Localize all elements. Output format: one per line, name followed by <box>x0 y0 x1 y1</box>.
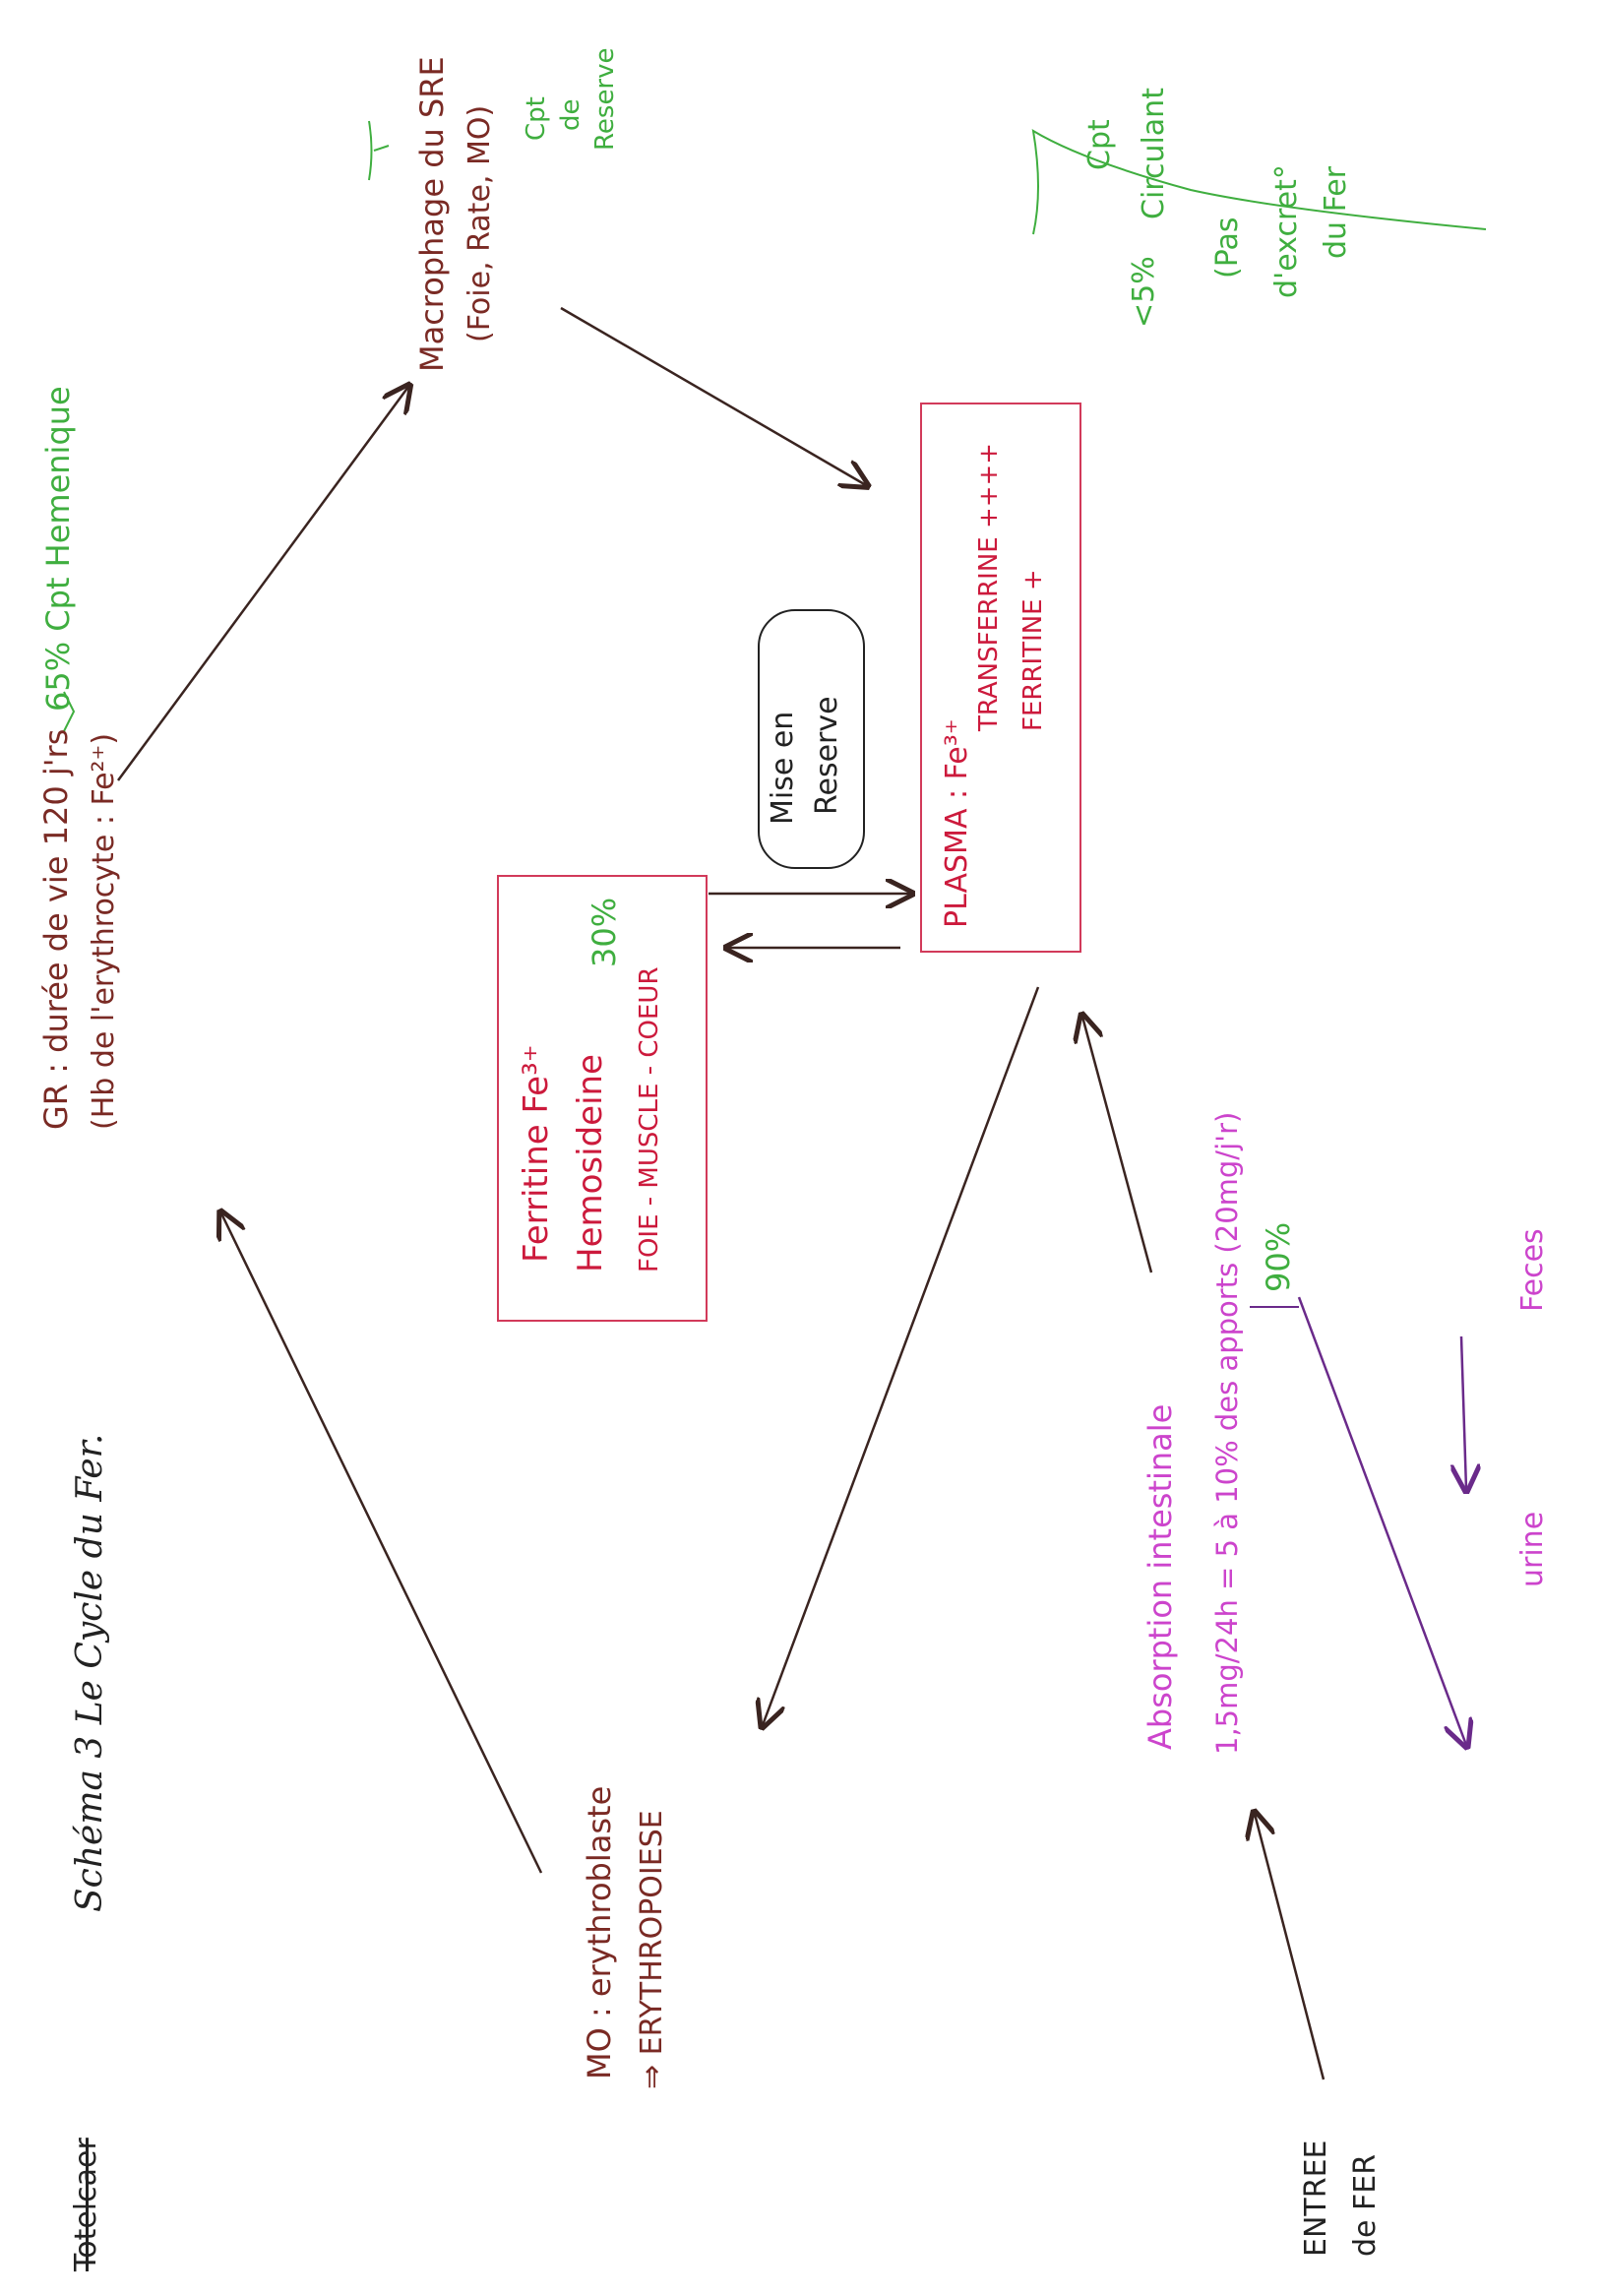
brace-reserve <box>368 120 390 181</box>
reserve-de-label: de <box>556 98 586 132</box>
arrow-entree-to-absorption <box>1255 1814 1326 2080</box>
ferritine-label: Ferritine Fe³⁺ <box>517 1044 556 1263</box>
scribble-note: Totelcaer <box>69 2138 103 2271</box>
erythropoiese-label: ⇒ ERYTHROPOIESE <box>635 1810 669 2089</box>
circulant-excret-label: d'excret° <box>1269 164 1304 298</box>
plasma-label: PLASMA : Fe³⁺ <box>940 718 974 928</box>
gr-hb-label: (Hb de l'erythrocyte : Fe²⁺) <box>87 732 121 1130</box>
arrow-mo-to-gr <box>221 1213 543 1874</box>
circulant-fer-label: du Fer <box>1319 166 1353 259</box>
arrow-macrophage-to-plasma <box>560 306 866 485</box>
macrophage-organs-label: (Foie, Rate, MO) <box>462 104 497 342</box>
arrow-plasma-to-mo <box>763 986 1040 1725</box>
absorption-amount-label: 1,5mg/24h = 5 à 10% des apports (20mg/j'… <box>1210 1111 1244 1755</box>
circulant-pas-label: (Pas <box>1210 217 1245 279</box>
ferritine-pct-label: 30% <box>586 897 623 967</box>
arrow-absorption-to-feces <box>1297 1296 1466 1745</box>
entree-label: ENTREE <box>1299 2140 1333 2257</box>
ferritine-plasma-label: FERRITINE + <box>1018 569 1048 731</box>
arrow-absorption-to-urine <box>1461 1335 1466 1489</box>
circulant-cpt-label: Cpt <box>1082 119 1117 170</box>
brace-heme <box>63 691 76 732</box>
macrophage-label: Macrophage du SRE <box>413 56 451 372</box>
organs-label: FOIE - MUSCLE - COEUR <box>635 966 664 1272</box>
mise-en-label: Mise en <box>766 711 800 825</box>
transferrine-label: TRANSFERRINE ++++ <box>974 442 1004 731</box>
arrow-absorption-to-plasma <box>1082 1017 1153 1273</box>
reserve-word-label: Reserve <box>590 47 620 151</box>
absorption-label: Absorption intestinale <box>1141 1403 1179 1750</box>
feces-pct-label: 90% <box>1260 1221 1297 1292</box>
gr-label: GR : durée de vie 120 j'rs <box>37 728 75 1130</box>
reserve-label: Reserve <box>810 696 844 815</box>
heme-compartment-label: 65% Cpt Hemenique <box>39 386 77 712</box>
reserve-cpt-label: Cpt <box>522 96 551 141</box>
hemosiderine-label: Hemosideine <box>571 1054 610 1272</box>
page-title: Schéma 3 Le Cycle du Fer. <box>70 1433 110 1912</box>
mo-erythroblaste-label: MO : erythroblaste <box>581 1785 618 2079</box>
circulant-pct-label: <5% <box>1127 256 1161 328</box>
arrow-gr-to-macrophage <box>116 387 408 781</box>
de-fer-label: de FER <box>1348 2153 1383 2257</box>
feces-label: Feces <box>1515 1228 1550 1312</box>
circulant-word-label: Circulant <box>1137 88 1171 219</box>
urine-label: urine <box>1515 1511 1550 1587</box>
brace-circulant <box>1031 129 1487 235</box>
